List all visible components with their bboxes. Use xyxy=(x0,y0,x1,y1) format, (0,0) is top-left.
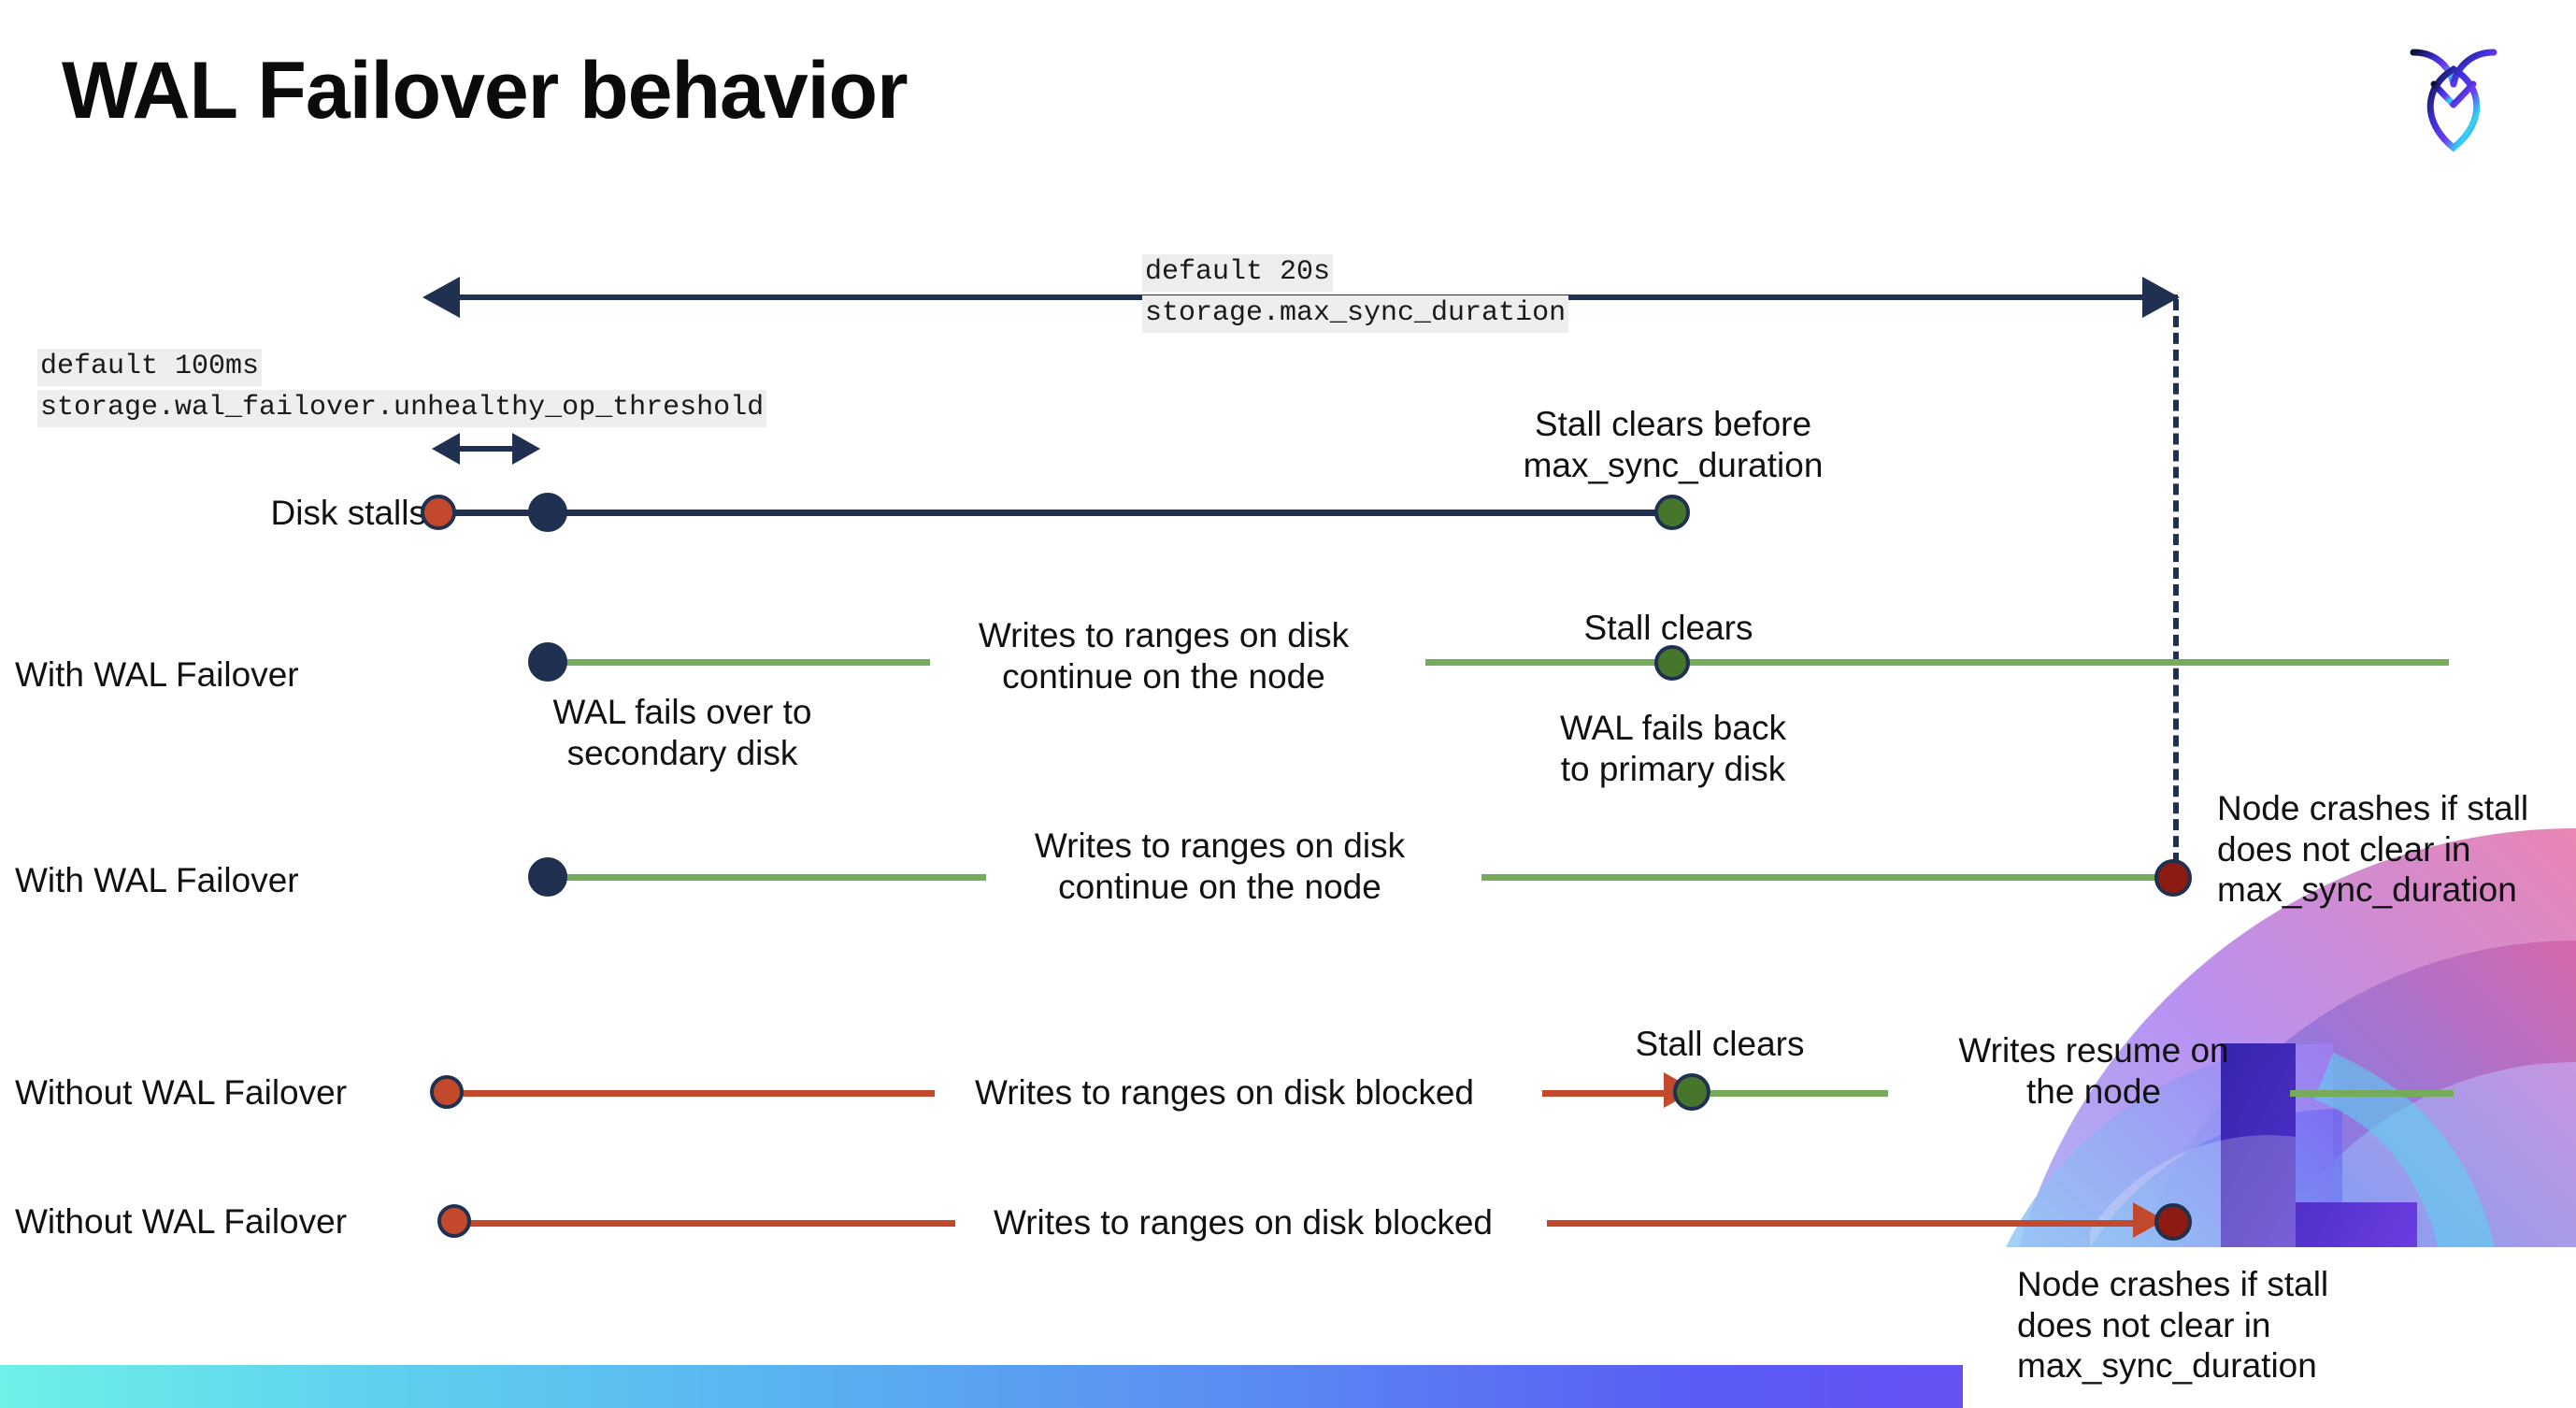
unhealthy-op-right-arrowhead xyxy=(512,433,540,465)
with-wal-2-failover-dot xyxy=(528,857,567,897)
max-sync-name-chip: storage.max_sync_duration xyxy=(1142,295,1569,333)
with-wal-2-crash-dot xyxy=(2154,859,2192,897)
row-label-disk-stalls: Disk stalls xyxy=(270,494,426,532)
unhealthy-op-left-arrowhead xyxy=(432,433,460,465)
with-wal-1-clear-dot xyxy=(1654,645,1690,681)
unhealthy-op-span-line xyxy=(458,446,514,452)
disk-stalls-start-dot xyxy=(421,495,456,530)
page-title: WAL Failover behavior xyxy=(62,46,909,136)
annotation-stall-clears-before: Stall clears before max_sync_duration xyxy=(1523,405,1824,484)
annotation-writes-resume: Writes resume on the node xyxy=(1958,1031,2229,1111)
annotation-stall-clears-1: Stall clears xyxy=(1583,609,1753,647)
with-wal-2-segment-a xyxy=(547,874,986,881)
without-wal-2-crash-dot xyxy=(2154,1203,2192,1241)
without-wal-1-clear-dot xyxy=(1673,1073,1710,1111)
annotation-writes-continue-1: Writes to ranges on disk continue on the… xyxy=(978,616,1350,696)
disk-stalls-timeline xyxy=(437,510,1673,516)
unhealthy-op-default-chip: default 100ms xyxy=(37,349,263,386)
annotation-wal-fails-over: WAL fails over to secondary disk xyxy=(552,693,812,772)
annotation-writes-blocked-1: Writes to ranges on disk blocked xyxy=(974,1073,1475,1112)
node-crashes-note-box xyxy=(1963,1247,2576,1408)
with-wal-1-segment-b xyxy=(1425,659,2449,666)
annotation-node-crashes-2: Node crashes if stall does not clear in … xyxy=(2017,1265,2329,1386)
unhealthy-op-name-chip: storage.wal_failover.unhealthy_op_thresh… xyxy=(37,390,767,427)
annotation-wal-fails-back: WAL fails back to primary disk xyxy=(1560,709,1786,788)
disk-stalls-clear-dot xyxy=(1654,495,1690,530)
without-wal-1-blocked-segment-a xyxy=(449,1090,935,1097)
with-wal-2-segment-b xyxy=(1481,874,2173,881)
with-wal-1-failover-dot xyxy=(528,642,567,682)
max-sync-duration-dashed-guide xyxy=(2173,299,2179,881)
annotation-writes-blocked-2: Writes to ranges on disk blocked xyxy=(993,1203,1494,1242)
without-wal-2-start-dot xyxy=(437,1204,471,1238)
cockroach-labs-logo-icon xyxy=(2393,28,2514,159)
max-sync-duration-left-arrowhead xyxy=(422,277,460,318)
with-wal-1-segment-a xyxy=(547,659,930,666)
row-label-with-wal-failover-1: With WAL Failover xyxy=(15,655,299,694)
without-wal-1-resume-segment-b xyxy=(2290,1090,2454,1097)
without-wal-2-blocked-segment-a xyxy=(460,1220,955,1227)
without-wal-2-blocked-segment-b xyxy=(1547,1220,2145,1227)
without-wal-1-resume-segment-a xyxy=(1710,1090,1888,1097)
annotation-node-crashes-1: Node crashes if stall does not clear in … xyxy=(2217,789,2529,910)
disk-stalls-failover-dot xyxy=(528,493,567,532)
max-sync-default-chip: default 20s xyxy=(1142,254,1334,292)
without-wal-1-start-dot xyxy=(430,1075,464,1109)
without-wal-1-blocked-segment-b xyxy=(1542,1090,1673,1097)
row-label-without-wal-failover-2: Without WAL Failover xyxy=(15,1202,348,1241)
row-label-with-wal-failover-2: With WAL Failover xyxy=(15,861,299,899)
annotation-writes-continue-2: Writes to ranges on disk continue on the… xyxy=(1034,826,1406,906)
annotation-stall-clears-2: Stall clears xyxy=(1635,1025,1805,1063)
row-label-without-wal-failover-1: Without WAL Failover xyxy=(15,1073,348,1112)
